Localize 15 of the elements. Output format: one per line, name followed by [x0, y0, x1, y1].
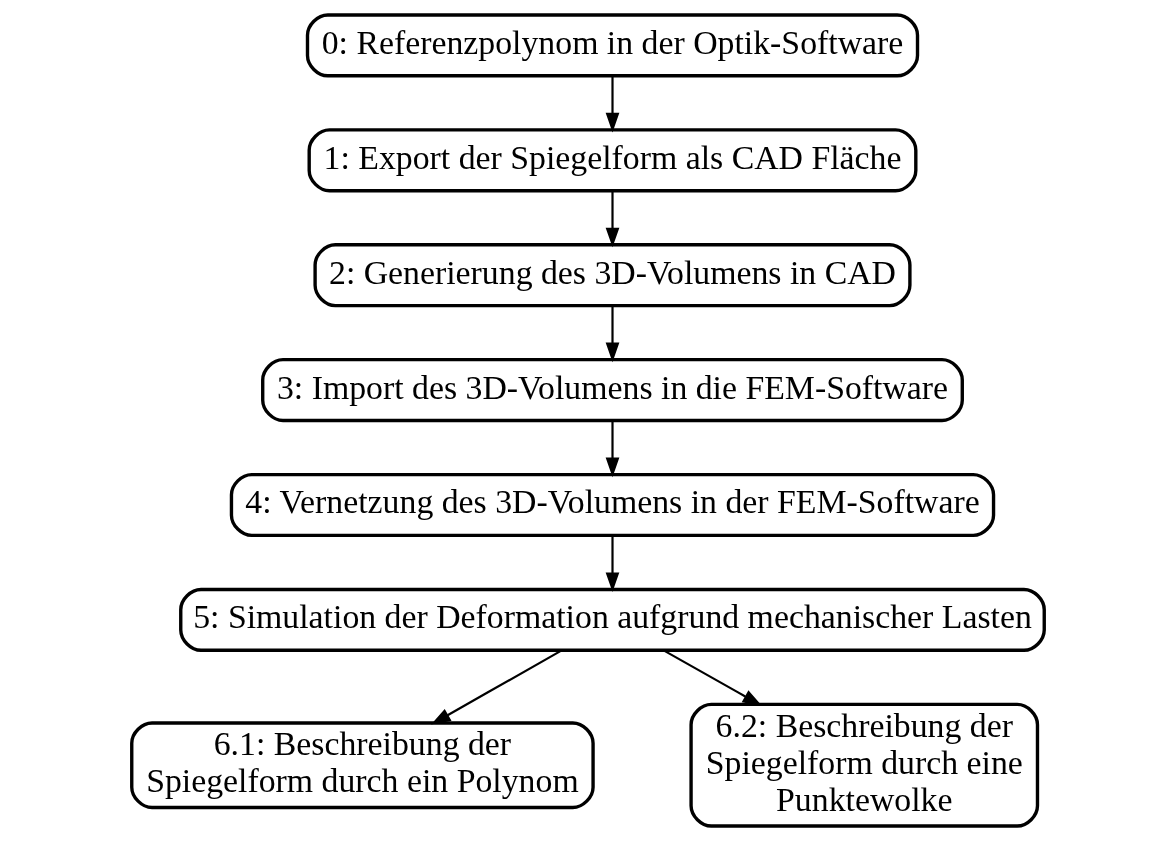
- arrow: [605, 306, 620, 363]
- arrow: [605, 421, 620, 478]
- node-box: 2: Generierung des 3D-Volumens in CAD: [313, 243, 912, 308]
- node-box: 6.1: Beschreibung der Spiegelform durch ein Polynom: [130, 721, 595, 810]
- arrow: [605, 76, 620, 133]
- node-box: 5: Simulation der Deformation aufgrund mechanischer Lasten: [179, 587, 1046, 652]
- arrow: [605, 536, 620, 593]
- arrow: [431, 649, 562, 725]
- node-box: 3: Import des 3D-Volumens in die FEM-Software: [261, 358, 964, 423]
- node-box: 4: Vernetzung des 3D-Volumens in der FEM-Software: [229, 472, 996, 538]
- arrow: [663, 649, 763, 706]
- node-box: 0: Referenzpolynom in der Optik-Software: [305, 13, 920, 78]
- arrow: [605, 191, 620, 248]
- node-box: 1: Export der Spiegelform als CAD Fläche: [307, 128, 918, 193]
- node-box: 6.2: Beschreibung der Spiegelform durch eine Punktewolke: [689, 702, 1040, 828]
